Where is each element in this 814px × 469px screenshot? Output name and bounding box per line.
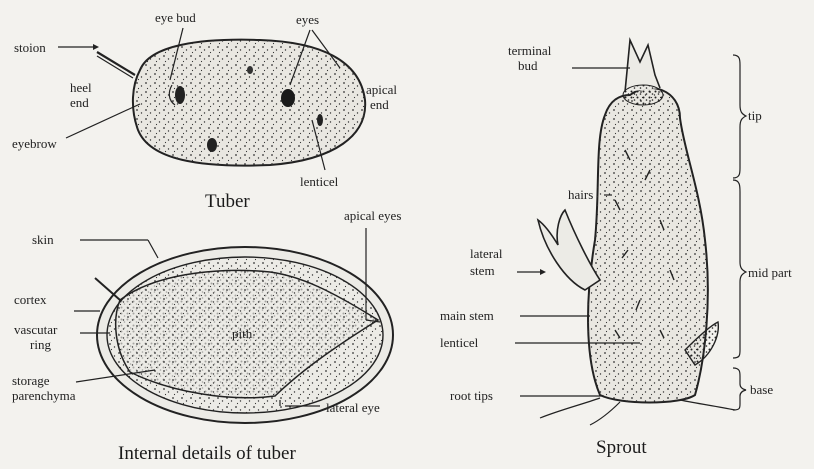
lateral-stem [538,210,600,290]
label-apical-end: end [370,97,389,112]
label-lateral-stem: stem [470,263,495,278]
label-storage-parenchyma: parenchyma [12,388,76,403]
label-lateral-eye: lateral eye [326,400,380,415]
tuber-drawing [97,40,365,166]
label-base: base [750,382,773,397]
tuber-eye [247,66,253,74]
caption-sprout: Sprout [596,437,647,458]
label-skin: skin [32,232,54,247]
label-vascular-ring: ring [30,337,51,352]
label-lenticel: lenticel [440,335,479,350]
label-eyes: eyes [296,12,319,27]
label-pith: pith [232,326,253,341]
terminal-bud [625,40,660,92]
label-terminal-bud: bud [518,58,538,73]
label-terminal-bud: terminal [508,43,552,58]
stolon-stalk [97,52,135,75]
tuber-eye [281,89,295,107]
tuber-stipple [133,40,365,166]
label-storage-parenchyma: storage [12,373,50,388]
caption-internal: Internal details of tuber [118,443,296,464]
label-hairs: hairs [568,187,593,202]
label-apical-eyes: apical eyes [344,208,401,223]
label-lateral-stem: lateral [470,246,503,261]
tuber-eye [175,86,185,104]
caption-tuber: Tuber [205,191,250,212]
label-apical-end: apical [366,82,397,97]
label-mid-part: mid part [748,265,792,280]
tuber-eye [207,138,217,152]
label-root-tips: root tips [450,388,493,403]
label-vascular-ring: vascutar [14,322,58,337]
label-cortex: cortex [14,292,47,307]
label-heel-end: end [70,95,89,110]
label-main-stem: main stem [440,308,494,323]
label-eye-bud: eye bud [155,10,196,25]
tuber-eye [317,114,323,126]
label-stolon: stoion [14,40,46,55]
label-tip: tip [748,108,762,123]
sprout-drawing [538,40,735,425]
label-eyebrow: eyebrow [12,136,57,151]
label-lenticel: lenticel [300,174,339,189]
label-heel-end: heel [70,80,92,95]
